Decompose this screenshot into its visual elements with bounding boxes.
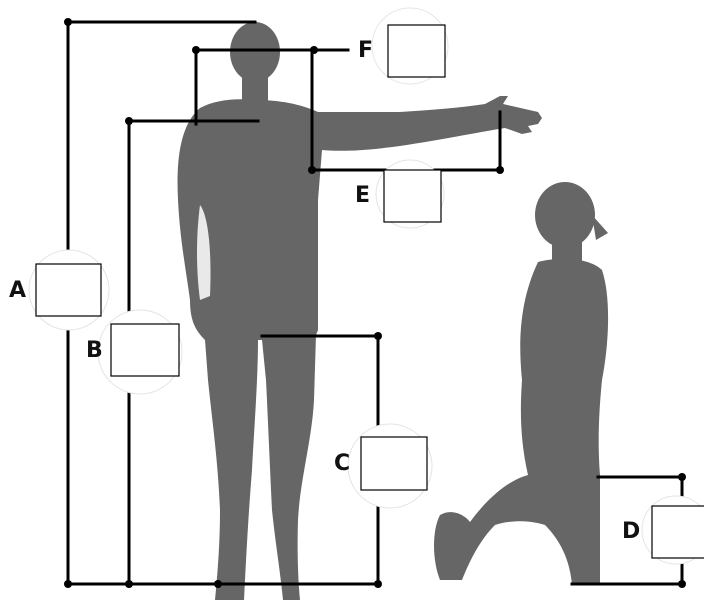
label-d: D [622, 519, 641, 544]
answer-box-e[interactable] [383, 169, 442, 223]
label-b: B [86, 338, 104, 363]
dimension-e [308, 48, 504, 174]
answer-box-c[interactable] [360, 436, 428, 491]
answer-box-b[interactable] [110, 323, 180, 377]
standing-figure-highlight [197, 205, 211, 300]
label-e: E [355, 183, 371, 208]
answer-box-a[interactable] [35, 263, 102, 317]
dimension-f [192, 46, 350, 126]
label-f: F [358, 38, 374, 63]
kneeling-person-silhouette [434, 182, 609, 585]
answer-box-f[interactable] [387, 24, 446, 78]
label-c: C [334, 451, 351, 476]
answer-box-d[interactable] [651, 505, 704, 559]
label-a: A [9, 278, 27, 303]
standing-person-silhouette [177, 22, 542, 600]
